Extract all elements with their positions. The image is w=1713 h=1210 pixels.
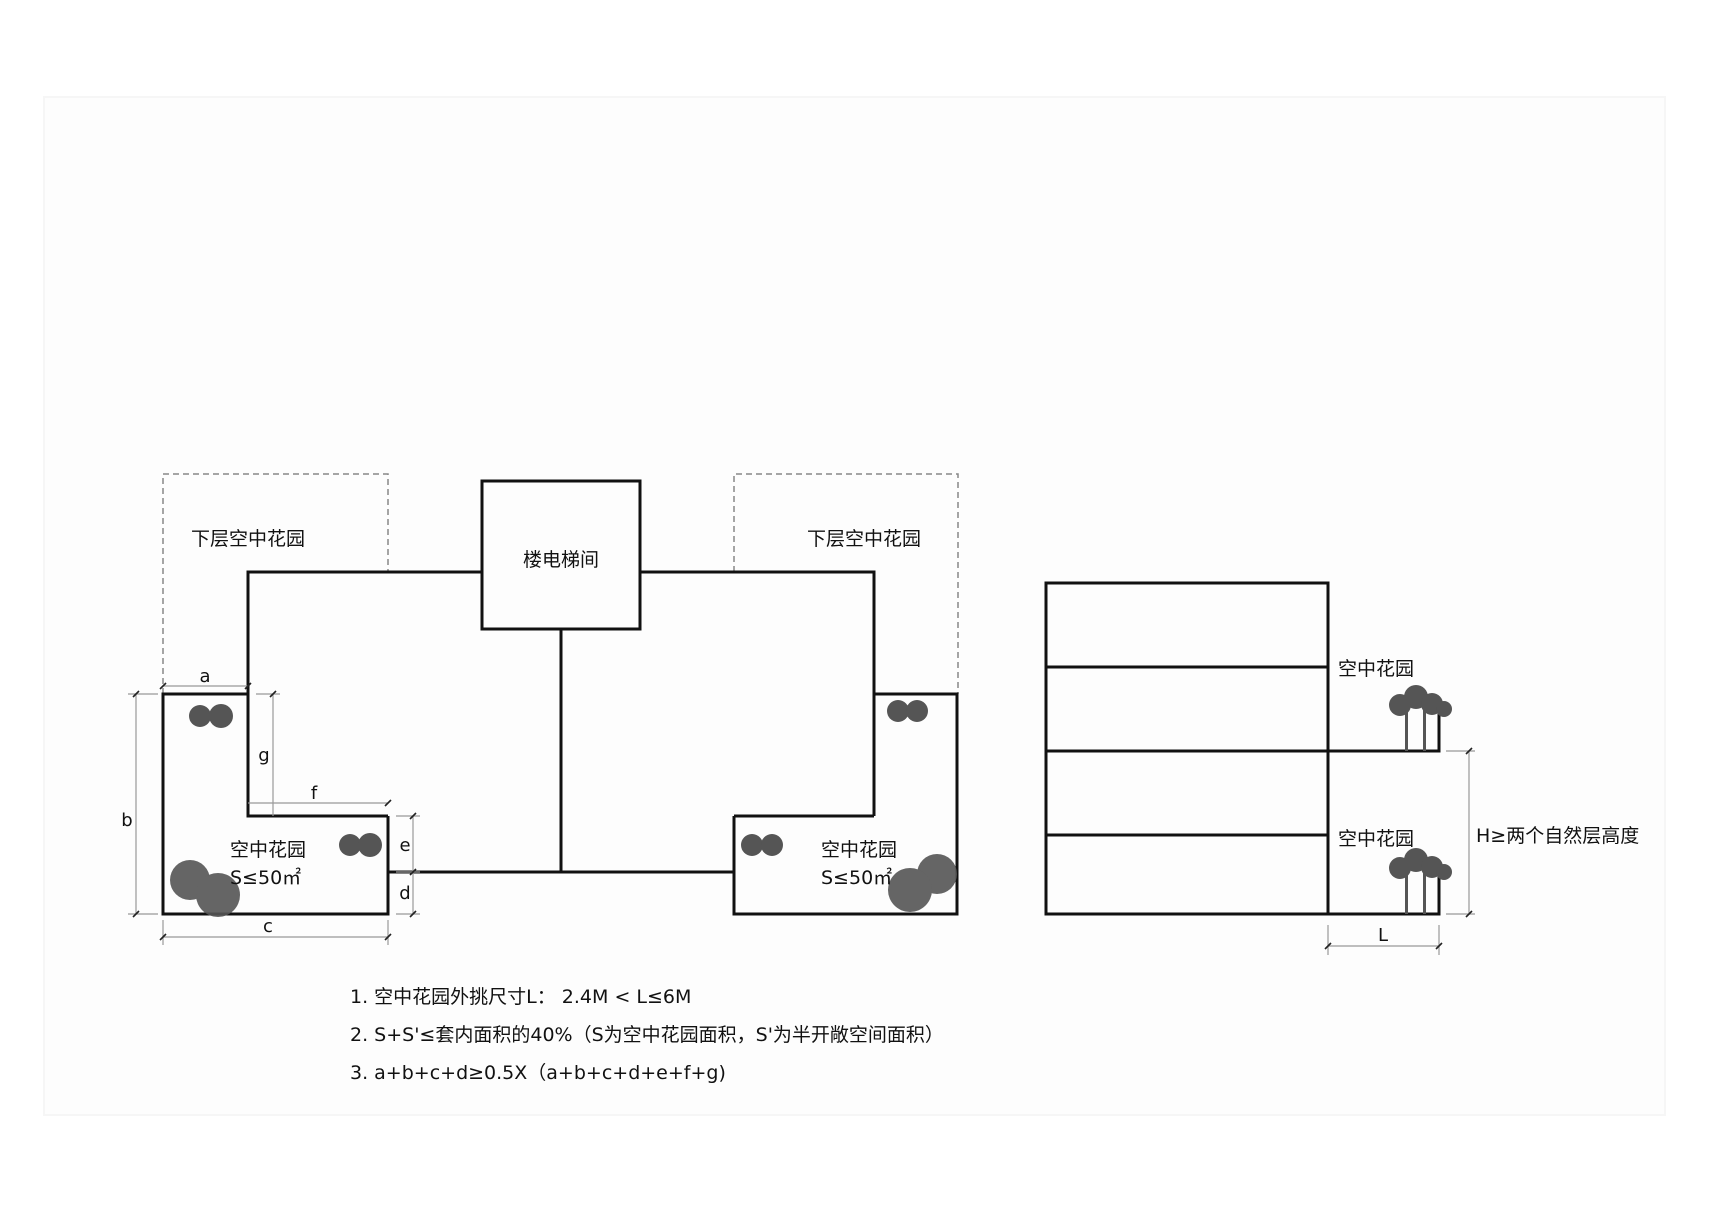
sky-garden-area-right: S≤50㎡ bbox=[821, 866, 892, 889]
lower-garden-outline-left bbox=[162, 473, 389, 694]
section-garden-label-lower: 空中花园 bbox=[1338, 828, 1414, 850]
building-section bbox=[1044, 581, 1330, 916]
sky-garden-right bbox=[732, 692, 959, 916]
note-3: 3. a+b+c+d≥0.5X（a+b+c+d+e+f+g) bbox=[350, 1062, 726, 1084]
sky-garden-slab-lower bbox=[1328, 872, 1441, 916]
dimension-f: f bbox=[248, 783, 392, 807]
tree-elevation-icon bbox=[1389, 685, 1452, 751]
dimension-a: a bbox=[159, 666, 252, 690]
shrub-icon bbox=[339, 833, 382, 857]
dimension-b: b bbox=[121, 690, 158, 918]
dim-label-f: f bbox=[311, 783, 318, 804]
dim-label-e: e bbox=[399, 835, 410, 856]
main-building-outline-right bbox=[640, 570, 876, 816]
note-2: 2. S+S'≤套内面积的40%（S为空中花园面积，S'为半开敞空间面积） bbox=[350, 1024, 944, 1046]
dim-label-b: b bbox=[121, 810, 132, 831]
section-view: L 空中花园 空中花园 H≥两个自然层高度 bbox=[1044, 581, 1639, 955]
dim-label-a: a bbox=[199, 666, 210, 687]
shrub-icon bbox=[887, 700, 928, 722]
tree-elevation-icon bbox=[1389, 848, 1452, 914]
dimension-L: L bbox=[1324, 925, 1443, 955]
dimension-g: g bbox=[256, 690, 280, 816]
lower-garden-label-right: 下层空中花园 bbox=[807, 528, 921, 550]
dimension-c: c bbox=[159, 916, 392, 945]
dimension-e-d: e d bbox=[396, 812, 420, 918]
design-notes: 1. 空中花园外挑尺寸L： 2.4M < L≤6M 2. S+S'≤套内面积的4… bbox=[350, 978, 944, 1092]
shrub-icon bbox=[741, 834, 783, 856]
sky-garden-label-right: 空中花园 bbox=[821, 839, 897, 861]
shrub-icon bbox=[189, 704, 233, 728]
lower-garden-outline-right bbox=[733, 473, 959, 694]
dim-label-g: g bbox=[258, 745, 269, 766]
height-rule-label: H≥两个自然层高度 bbox=[1476, 825, 1639, 847]
floor-plan: a b c e d bbox=[121, 473, 959, 945]
main-building-outline bbox=[246, 570, 482, 694]
sky-garden-slab-upper bbox=[1328, 709, 1441, 753]
elevator-label: 楼电梯间 bbox=[523, 549, 599, 571]
dim-label-c: c bbox=[263, 916, 273, 937]
sky-garden-area-left: S≤50㎡ bbox=[230, 866, 301, 889]
sky-garden-left bbox=[161, 692, 390, 916]
tree-plan-icon bbox=[170, 860, 240, 917]
dim-label-L: L bbox=[1378, 925, 1388, 946]
sky-garden-label-left: 空中花园 bbox=[230, 839, 306, 861]
dimension-H bbox=[1446, 747, 1475, 918]
section-garden-label-upper: 空中花园 bbox=[1338, 658, 1414, 680]
dim-label-d: d bbox=[399, 883, 410, 904]
notch-left bbox=[246, 694, 388, 818]
lower-garden-label-left: 下层空中花园 bbox=[191, 528, 305, 550]
note-1: 1. 空中花园外挑尺寸L： 2.4M < L≤6M bbox=[350, 986, 692, 1008]
tree-plan-icon bbox=[888, 854, 957, 912]
